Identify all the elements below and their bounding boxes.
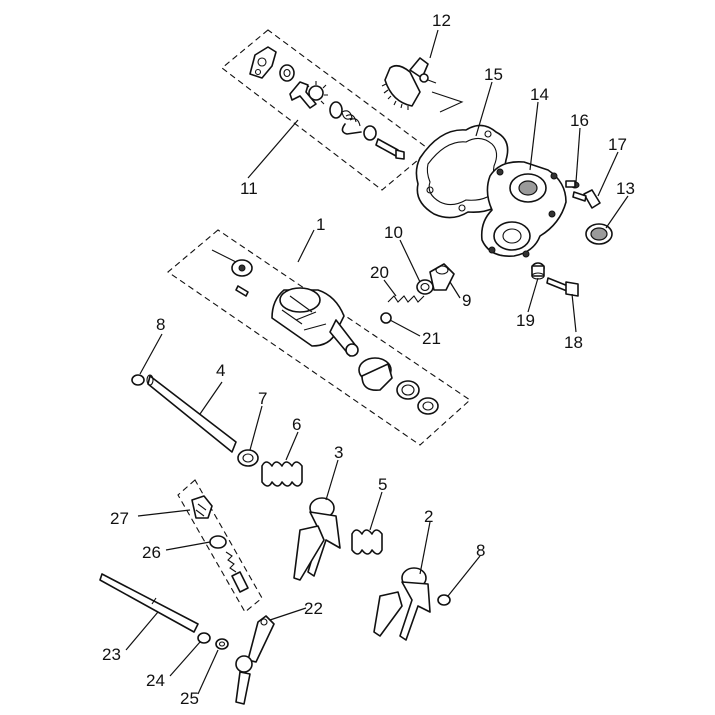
assembly-box-1 <box>167 229 471 446</box>
callout-15: 15 <box>484 65 503 84</box>
part-3-shift-fork <box>293 497 341 581</box>
callout-14: 14 <box>530 85 549 104</box>
callout-25: 25 <box>180 689 199 708</box>
callout-5: 5 <box>378 475 387 494</box>
callout-7: 7 <box>258 389 267 408</box>
callout-16: 16 <box>570 111 589 130</box>
callout-22: 22 <box>304 599 323 618</box>
callout-26: 26 <box>142 543 161 562</box>
part-18-bolt <box>546 277 579 297</box>
part-25-washer <box>215 638 229 650</box>
callout-24: 24 <box>146 671 165 690</box>
assembly-box-11 <box>221 29 431 191</box>
callout-27: 27 <box>110 509 129 528</box>
callout-23: 23 <box>102 645 121 664</box>
part-24-circlip <box>197 632 211 644</box>
callout-1: 1 <box>316 215 325 234</box>
part-16-pin <box>565 180 580 189</box>
callout-21: 21 <box>422 329 441 348</box>
callout-10: 10 <box>384 223 403 242</box>
detent-spring <box>225 551 237 573</box>
part-23-shaft <box>99 573 199 633</box>
callout-4: 4 <box>216 361 225 380</box>
part-6-spring <box>261 461 303 487</box>
leader-lines <box>125 29 629 695</box>
part-22-shift-lever <box>235 615 275 705</box>
part-1-shift-drum <box>211 249 439 415</box>
detent-plunger <box>231 571 249 593</box>
callout-13: 13 <box>616 179 635 198</box>
part-9-plug <box>429 263 455 291</box>
part-19-collar <box>531 262 545 280</box>
part-27-detent-bolt <box>191 495 213 519</box>
part-21-ball <box>380 312 392 324</box>
callout-11: 11 <box>240 179 258 198</box>
part-20-spring <box>387 295 425 303</box>
part-7-collar <box>237 449 259 467</box>
part-8-ball-lower <box>437 594 451 606</box>
part-17-bolt <box>572 189 601 209</box>
part-8-ball-upper <box>131 374 145 386</box>
callout-17: 17 <box>608 135 627 154</box>
callout-20: 20 <box>370 263 389 282</box>
callout-2: 2 <box>424 507 433 526</box>
callout-3: 3 <box>334 443 343 462</box>
callout-19: 19 <box>516 311 535 330</box>
callout-8-lower: 8 <box>476 541 485 560</box>
part-13-oil-seal <box>585 223 613 245</box>
part-12-segment-gear <box>381 57 437 110</box>
part-5-spring <box>351 529 383 555</box>
callout-9: 9 <box>462 291 471 310</box>
part-14-cover <box>480 160 567 258</box>
part-26-washer <box>209 535 227 549</box>
part-11-group <box>249 46 405 160</box>
part-2-shift-fork <box>373 567 431 641</box>
callout-6: 6 <box>292 415 301 434</box>
assembly-box-27 <box>177 479 263 613</box>
part-4-shaft <box>147 375 237 453</box>
zigzag-line <box>431 91 464 113</box>
callout-8-upper: 8 <box>156 315 165 334</box>
callout-18: 18 <box>564 333 583 352</box>
callout-12: 12 <box>432 11 451 30</box>
